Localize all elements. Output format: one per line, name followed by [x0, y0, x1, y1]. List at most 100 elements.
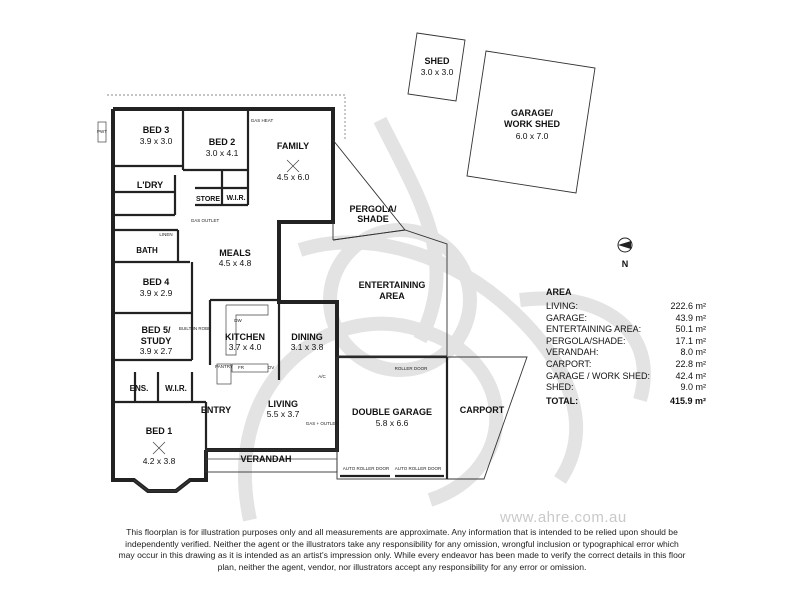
area-total-value: 415.9 m²: [669, 395, 706, 406]
linen-label: LINEN: [159, 232, 172, 237]
kitchen-label: KITCHEN: [225, 332, 265, 342]
pergola-label-1: PERGOLA/: [349, 204, 397, 214]
area-row-value: 50.1 m²: [675, 324, 706, 335]
garage-work-shed-label-1: GARAGE/: [511, 108, 554, 118]
dining-label: DINING: [291, 332, 323, 342]
pantry-label: PANTRY: [215, 364, 233, 369]
gas-outlet-label: GAS OUTLET: [191, 218, 220, 223]
area-row-label: PERGOLA/SHADE:: [546, 335, 626, 346]
bed2-dimensions: 3.0 x 4.1: [206, 148, 239, 158]
area-row-value: 42.4 m²: [675, 370, 706, 381]
living-dimensions: 5.5 x 3.7: [267, 409, 300, 419]
bed4-label: BED 4: [143, 277, 170, 287]
ac-label: A/C: [318, 374, 326, 379]
area-row-value: 8.0 m²: [680, 347, 706, 358]
garage-work-shed-dimensions: 6.0 x 7.0: [516, 131, 549, 141]
verandah-outline: [205, 449, 338, 473]
tap-label: PWT: [97, 129, 107, 134]
family-dimensions: 4.5 x 6.0: [277, 172, 310, 182]
kitchen-dimensions: 3.7 x 4.0: [229, 342, 262, 352]
bed2-label: BED 2: [209, 137, 236, 147]
entertaining-label-1: ENTERTAINING: [359, 280, 426, 290]
bed1-label: BED 1: [146, 426, 173, 436]
disclaimer-text: This floorplan is for illustration purpo…: [118, 527, 686, 572]
gas-heat-label: GAS HEAT: [251, 118, 274, 123]
area-row-label: VERANDAH:: [546, 347, 599, 358]
area-row: LIVING: 222.6 m²: [546, 301, 706, 313]
fridge-label: FR: [238, 365, 245, 370]
fixture-labels: GAS HEAT GAS OUTLET LINEN BUILT-IN ROBE …: [159, 118, 442, 471]
carport-label: CARPORT: [460, 405, 505, 415]
carport-outline: [447, 356, 528, 480]
website-watermark: www.ahre.com.au: [500, 509, 627, 526]
area-row: SHED: 9.0 m²: [546, 382, 706, 394]
area-row: PERGOLA/SHADE: 17.1 m²: [546, 336, 706, 348]
living-label: LIVING: [268, 399, 298, 409]
garage-work-shed-outline: GARAGE/ WORK SHED 6.0 x 7.0: [466, 50, 596, 194]
dishwasher-label: DW: [234, 318, 242, 323]
bed5-dimensions: 3.9 x 2.7: [140, 346, 173, 356]
area-row: CARPORT: 22.8 m²: [546, 359, 706, 371]
store-label: STORE: [196, 196, 220, 203]
bed4-dimensions: 3.9 x 2.9: [140, 288, 173, 298]
area-table-title: AREA: [546, 287, 572, 297]
bed3-label: BED 3: [143, 125, 170, 135]
family-label: FAMILY: [277, 141, 309, 151]
area-total-row: TOTAL: 415.9 m²: [546, 396, 706, 408]
verandah-label: VERANDAH: [240, 454, 291, 464]
double-garage-dimensions: 5.8 x 6.6: [376, 418, 409, 428]
area-row-value: 22.8 m²: [675, 358, 706, 369]
entry-label: ENTRY: [201, 405, 231, 415]
bed1-dimensions: 4.2 x 3.8: [143, 456, 176, 466]
laundry-label: L'DRY: [137, 180, 163, 190]
wir-bed1-label: W.I.R.: [165, 384, 187, 393]
area-row-label: CARPORT:: [546, 358, 592, 369]
garage-work-shed-label-2: WORK SHED: [504, 119, 561, 129]
shed-label: SHED: [424, 56, 450, 66]
bath-label: BATH: [136, 246, 158, 255]
room-labels: BED 3 3.9 x 3.0 BED 2 3.0 x 4.1 FAMILY 4…: [130, 125, 505, 466]
oven-label: OV: [268, 365, 275, 370]
meals-dimensions: 4.5 x 4.8: [219, 258, 252, 268]
bed1-bay-window: [133, 479, 191, 492]
shed-dimensions: 3.0 x 3.0: [421, 67, 454, 77]
auto-roller-door-label: AUTO ROLLER DOOR: [343, 466, 390, 471]
area-row-value: 43.9 m²: [675, 312, 706, 323]
ceiling-fan-icon: [286, 159, 300, 173]
dining-dimensions: 3.1 x 3.8: [291, 342, 324, 352]
bed3-dimensions: 3.9 x 3.0: [140, 136, 173, 146]
north-arrow-icon: [618, 241, 631, 249]
area-row: GARAGE / WORK SHED: 42.4 m²: [546, 371, 706, 383]
area-row-label: GARAGE:: [546, 312, 588, 323]
roller-door-label: ROLLER DOOR: [395, 366, 429, 371]
meals-label: MEALS: [219, 248, 251, 258]
auto-roller-door-label: AUTO ROLLER DOOR: [395, 466, 442, 471]
ensuite-label: ENS.: [130, 384, 149, 393]
north-label: N: [622, 259, 629, 269]
built-in-robe-label: BUILT-IN ROBE: [179, 326, 211, 331]
area-row-value: 9.0 m²: [680, 382, 706, 393]
wir-bed2-label: W.I.R.: [226, 195, 245, 202]
area-row: VERANDAH: 8.0 m²: [546, 347, 706, 359]
north-compass: N: [617, 237, 633, 269]
bed5-label-2: STUDY: [141, 336, 172, 346]
double-garage-label: DOUBLE GARAGE: [352, 407, 432, 417]
area-row-value: 17.1 m²: [675, 335, 706, 346]
area-table: AREA LIVING: 222.6 m² GARAGE: 43.9 m² EN…: [546, 287, 706, 407]
pergola-label-2: SHADE: [357, 214, 389, 224]
area-row-value: 222.6 m²: [670, 301, 706, 311]
area-total-label: TOTAL:: [546, 395, 579, 406]
shed-outline: SHED 3.0 x 3.0: [407, 32, 466, 102]
property-boundary: [107, 94, 346, 140]
area-row-label: SHED:: [546, 382, 574, 393]
entertaining-label-2: AREA: [379, 291, 405, 301]
ceiling-fan-icon: [152, 441, 166, 455]
bed5-label-1: BED 5/: [141, 325, 171, 335]
area-row-label: GARAGE / WORK SHED:: [546, 370, 651, 381]
area-row: ENTERTAINING AREA: 50.1 m²: [546, 324, 706, 336]
gas-outlet-living-label: GAS + OUTLET: [306, 421, 339, 426]
kitchen-bench: [216, 304, 269, 385]
tap-fixture: [97, 121, 107, 143]
area-row: GARAGE: 43.9 m²: [546, 313, 706, 325]
